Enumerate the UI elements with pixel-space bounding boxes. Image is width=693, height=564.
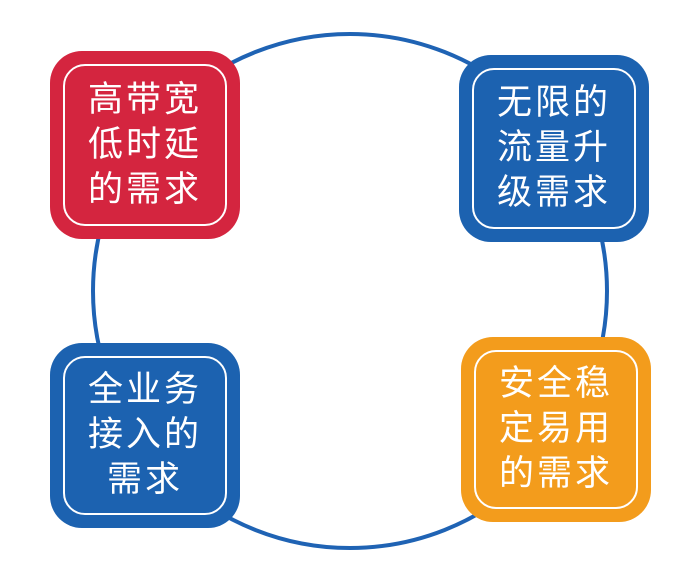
connecting-circle — [91, 32, 609, 550]
requirement-text-line: 的需求 — [498, 454, 613, 494]
requirement-text-line: 需求 — [106, 460, 183, 500]
requirement-text-line: 高带宽 — [87, 79, 202, 120]
requirement-box-inner-border: 全业务 接入的 需求 — [63, 356, 227, 515]
requirement-text-line: 的需求 — [87, 169, 202, 210]
requirement-box-top-right: 无限的 流量升 级需求 — [459, 55, 649, 242]
requirement-text-line: 全业务 — [87, 370, 202, 410]
requirement-text-line: 无限的 — [496, 83, 611, 123]
requirement-text-line: 安全稳 — [498, 364, 613, 404]
requirement-box-top-left: 高带宽 低时延 的需求 — [50, 51, 240, 239]
requirement-box-inner-border: 高带宽 低时延 的需求 — [63, 64, 227, 226]
requirement-text-line: 低时延 — [87, 124, 202, 165]
requirement-box-bottom-right: 安全稳 定易用 的需求 — [461, 337, 651, 522]
requirement-text-line: 接入的 — [87, 415, 202, 455]
requirement-text-line: 流量升 — [496, 128, 611, 168]
requirement-text-line: 级需求 — [496, 173, 611, 213]
requirement-box-bottom-left: 全业务 接入的 需求 — [50, 343, 240, 528]
requirement-text-line: 定易用 — [498, 409, 613, 449]
requirement-box-inner-border: 安全稳 定易用 的需求 — [474, 350, 638, 509]
requirement-box-inner-border: 无限的 流量升 级需求 — [472, 68, 636, 229]
